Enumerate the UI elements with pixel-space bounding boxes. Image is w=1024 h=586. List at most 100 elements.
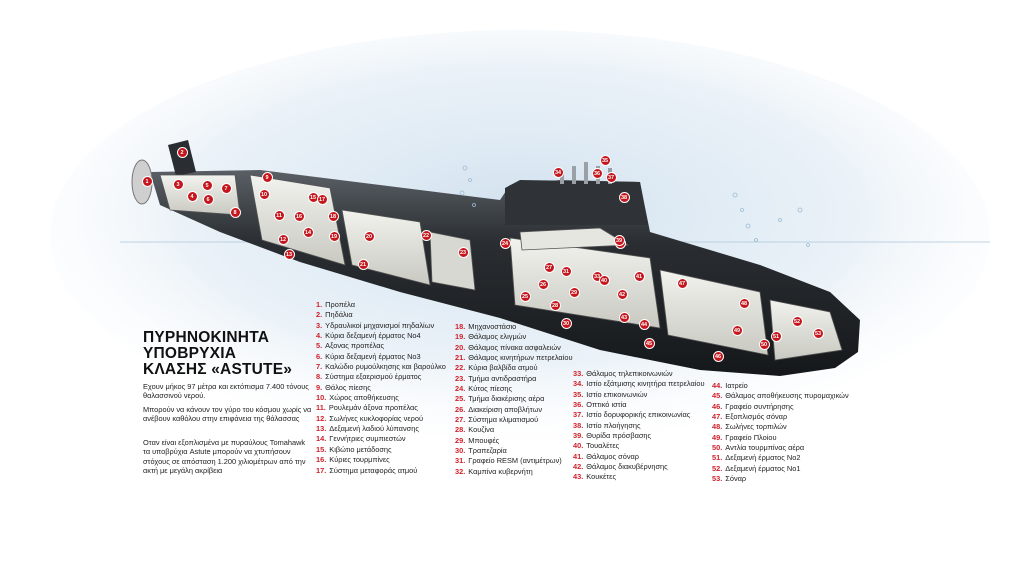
callout-marker: 6 [202,193,214,205]
legend-label: Δεξαμενή έρματος No1 [725,463,801,473]
legend-number: 5. [316,341,323,351]
legend-item: 46.Γραφείο συντήρησης [712,402,849,412]
legend-label: Θάλαμος ελιγμών [468,332,527,342]
callout-marker: 30 [560,317,572,329]
legend-number: 47. [712,412,723,422]
description-range: Μπορούν να κάνουν τον γύρο του κόσμου χω… [143,405,312,424]
legend-label: Γραφείο RESM (αντιμέτρων) [468,456,562,466]
title-line: ΥΠΟΒΡΥΧΙΑ [143,345,237,362]
callout-marker: 38 [618,191,630,203]
legend-number: 43. [573,472,584,482]
legend-label: Τραπεζαρία [468,446,507,456]
legend-number: 33. [573,369,584,378]
legend-item: 26.Διακείριση αποβλήτων [455,405,573,415]
callout-marker: 53 [812,327,824,339]
legend-item: 51.Δεξαμενή έρματος No2 [712,453,849,463]
legend-item: 24.Κύτος πίεσης [455,384,573,394]
legend-item: 38.Ιστίο πλοήγησης [573,421,705,431]
legend-item: 28.Κουζίνα [455,425,573,435]
description-weapons: Οταν είναι εξοπλισμένα με πυραύλους Toma… [143,438,306,476]
legend-label: Τμήμα αντιδραστήρα [468,373,537,383]
callout-marker: 41 [633,270,645,282]
callout-marker: 2 [176,146,188,158]
legend-item: 13.Δεξαμενή λαδιού λύπανσης [316,424,446,434]
legend-number: 23. [455,373,466,383]
legend-label: Γραφείο Πλοίου [725,432,777,442]
callout-marker: 27 [543,261,555,273]
legend-number: 53. [712,474,723,484]
legend-label: Καμπίνα κυβερνήτη [468,466,533,476]
legend-number: 8. [316,372,323,382]
legend-number: 21. [455,353,466,363]
legend-item: 22.Κύρια βαλβίδα ατμού [455,363,573,373]
legend-item: 34.Ιστίο εξάτμισης κινητήρα πετρελαίου [573,379,705,389]
legend-label: Καλώδιο ρυμούλκησης και βαρούλκο [325,362,446,372]
legend-number: 1. [316,300,323,309]
legend-item: 29.Μπουφές [455,436,573,446]
title-line: ΚΛΑΣΗΣ «ASTUTE» [143,361,293,378]
callout-marker: 31 [560,265,572,277]
legend-label: Ιστίο πλοήγησης [586,420,641,430]
legend-number: 17. [316,465,327,475]
legend-label: Θάλαμος σόναρ [586,451,639,461]
callout-marker: 10 [258,188,270,200]
legend-item: 25.Τμήμα διακέρισης αέρα [455,394,573,404]
legend-label: Μπουφές [468,435,500,445]
legend-number: 51. [712,453,723,463]
callout-marker: 37 [605,171,617,183]
callout-marker: 39 [613,234,625,246]
legend-label: Ιστίο εξάτμισης κινητήρα πετρελαίου [586,379,705,389]
legend-number: 14. [316,434,327,444]
callout-marker: 45 [643,337,655,349]
legend-label: Κύριες τουρμπίνες [329,455,390,465]
legend-label: Εξοπλισμός σόναρ [725,412,788,422]
callout-marker: 34 [552,166,564,178]
legend-number: 13. [316,424,327,434]
legend-label: Σύστημα μεταφοράς ατμού [329,465,418,475]
legend-number: 30. [455,446,466,456]
legend-number: 16. [316,455,327,465]
legend-item: 40.Τουαλέτες [573,441,705,451]
legend-number: 7. [316,362,323,372]
legend-label: Θάλαμος κινητήρων πετρελαίου [468,353,573,363]
legend-number: 49. [712,432,723,442]
legend-label: Κύρια βαλβίδα ατμού [468,363,538,373]
callout-marker: 20 [363,230,375,242]
legend-label: Κύρια δεξαμενή έρματος No4 [325,331,421,341]
legend-number: 12. [316,413,327,423]
legend-item: 19.Θάλαμος ελιγμών [455,332,573,342]
legend-item: 5.Αξονας προπέλας [316,341,446,351]
bubbles [459,165,810,247]
legend-item: 4.Κύρια δεξαμενή έρματος No4 [316,331,446,341]
legend-item: 49.Γραφείο Πλοίου [712,433,849,443]
legend-number: 46. [712,401,723,411]
legend-item: 27.Σύστημα κλιματισμού [455,415,573,425]
legend-item: 2.Πηδάλια [316,310,446,320]
callout-marker: 46 [712,350,724,362]
callout-marker: 36 [591,167,603,179]
legend-label: Κιβώτιο μετάδοσης [329,444,392,454]
legend-item: 1.Προπέλα [316,300,446,310]
callout-marker: 26 [537,278,549,290]
callout-marker: 16 [293,210,305,222]
callout-marker: 21 [357,258,369,270]
legend-item: 42.Θάλαμος διακυβέρνησης [573,462,705,472]
legend-number: 36. [573,400,584,410]
callout-marker: 4 [186,190,198,202]
legend-number: 37. [573,410,584,420]
legend-item: 31.Γραφείο RESM (αντιμέτρων) [455,456,573,466]
legend-number: 18. [455,322,466,331]
legend-label: Σύστημα κλιματισμού [468,415,539,425]
callout-marker: 22 [420,229,432,241]
callout-marker: 17 [316,193,328,205]
callout-marker: 18 [327,210,339,222]
legend-item: 15.Κιβώτιο μετάδοσης [316,445,446,455]
legend-label: Οπτικό ιστία [586,400,627,410]
legend-number: 4. [316,331,323,341]
legend-label: Θάλαμος πίνακα ασφαλειών [468,342,561,352]
legend-number: 22. [455,363,466,373]
callout-marker: 7 [220,182,232,194]
